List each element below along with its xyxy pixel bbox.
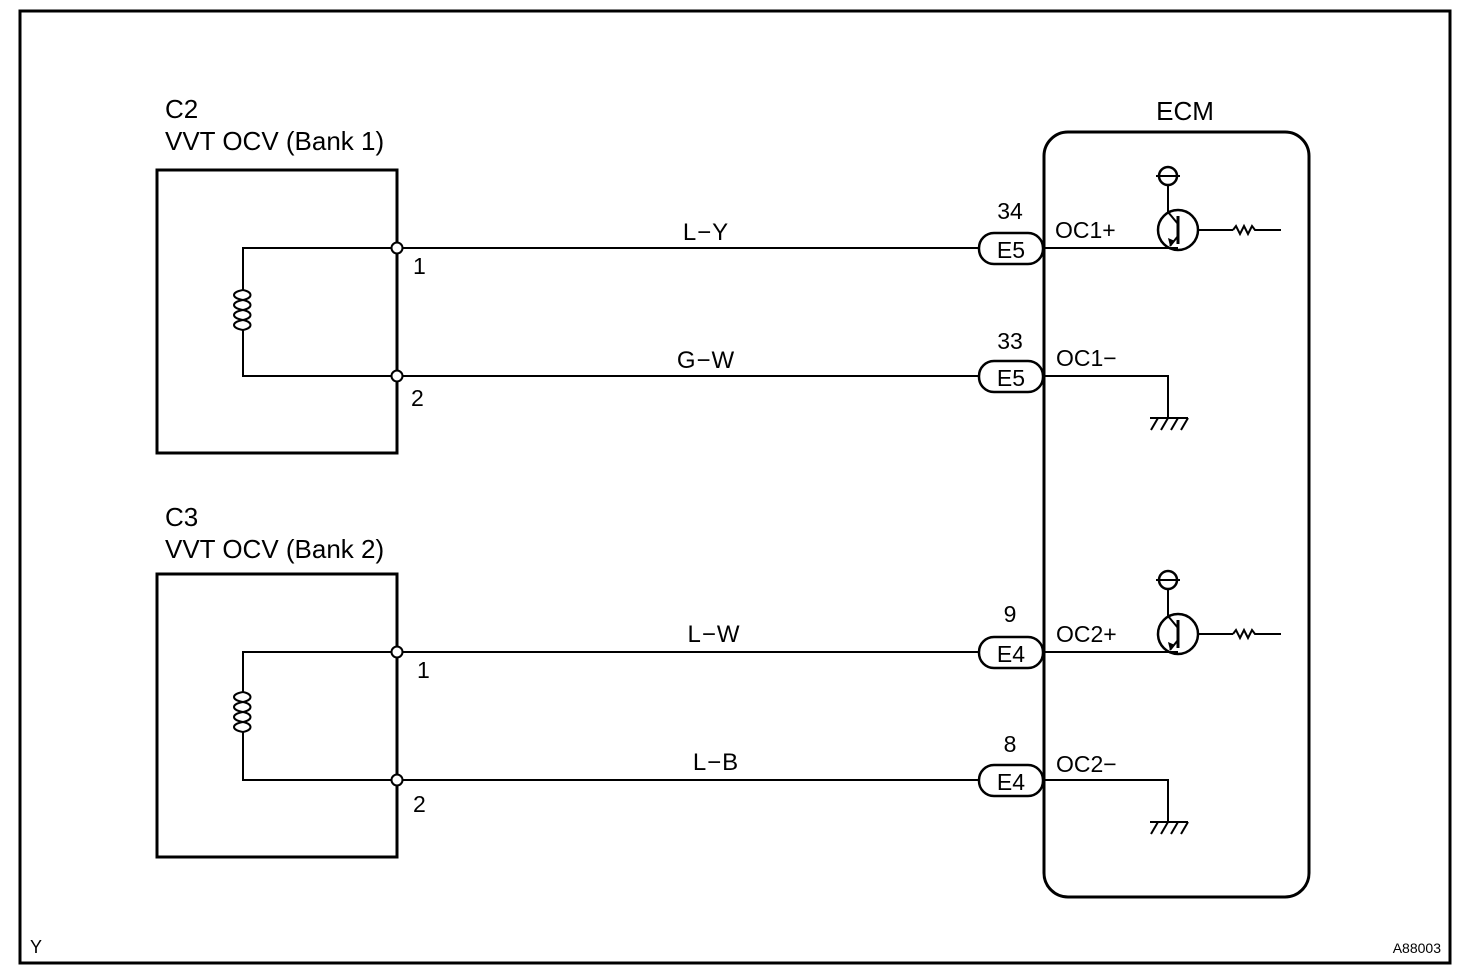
pin-terminal xyxy=(390,645,404,659)
component-c2: C2 VVT OCV (Bank 1) 1 2 xyxy=(155,94,426,455)
connector-code: E4 xyxy=(997,769,1025,795)
terminal-name: OC2+ xyxy=(1056,621,1117,647)
wire-color-label: L−Y xyxy=(683,219,729,246)
wire-l-y: L−Y xyxy=(403,219,980,249)
corner-label-left: Y xyxy=(30,937,42,957)
connector-tag xyxy=(977,635,1045,670)
connector-code: E5 xyxy=(997,237,1025,263)
terminal-name: OC2− xyxy=(1056,751,1117,777)
wire-color-label: L−W xyxy=(687,621,740,648)
pin-terminal xyxy=(390,369,404,383)
coil-lead xyxy=(242,651,397,781)
connector-code: E5 xyxy=(997,365,1025,391)
ecm-pin-number: 33 xyxy=(997,328,1023,354)
coil-icon xyxy=(233,289,252,331)
wire-color-label: G−W xyxy=(677,347,735,374)
ground-icon xyxy=(1150,417,1189,431)
power-supply-icon xyxy=(1156,165,1180,212)
ecm-title: ECM xyxy=(1156,96,1214,126)
ecm-pin-oc1-minus: 33 E5 OC1− xyxy=(977,328,1169,418)
pin-terminal xyxy=(390,241,404,255)
resistor-icon xyxy=(1232,223,1281,237)
connector-tag xyxy=(977,763,1045,798)
component-box xyxy=(155,168,399,455)
component-name: VVT OCV (Bank 1) xyxy=(165,126,384,156)
coil-icon xyxy=(233,691,252,733)
component-name: VVT OCV (Bank 2) xyxy=(165,534,384,564)
diagram-frame xyxy=(18,9,1452,965)
pin-label: 2 xyxy=(411,385,424,411)
component-box xyxy=(155,572,399,859)
connector-code: E4 xyxy=(997,641,1025,667)
coil-lead xyxy=(242,247,397,377)
corner-label-right: A88003 xyxy=(1393,940,1441,956)
ecm-pin-number: 8 xyxy=(1004,731,1017,757)
component-c3: C3 VVT OCV (Bank 2) 1 2 xyxy=(155,502,430,859)
ecm-unit: ECM xyxy=(1042,96,1311,899)
pin-terminal xyxy=(390,773,404,787)
ecm-pin-oc2-minus: 8 E4 OC2− xyxy=(977,731,1169,822)
ecm-pin-number: 34 xyxy=(997,198,1023,224)
ecm-pin-oc2-plus: 9 E4 OC2+ xyxy=(977,601,1178,670)
terminal-name: OC1− xyxy=(1056,345,1117,371)
transistor-icon xyxy=(1156,165,1281,252)
wire-l-w: L−W xyxy=(403,621,980,653)
connector-tag xyxy=(977,359,1045,394)
ecm-pin-oc1-plus: 34 E5 OC1+ xyxy=(977,198,1178,266)
pin-label: 2 xyxy=(413,791,426,817)
terminal-name: OC1+ xyxy=(1055,217,1116,243)
transistor-icon xyxy=(1156,569,1281,656)
pin-label: 1 xyxy=(413,253,426,279)
pin-label: 1 xyxy=(417,657,430,683)
ecm-box xyxy=(1042,130,1311,899)
connector-tag xyxy=(977,231,1045,266)
wire-l-b: L−B xyxy=(403,749,980,781)
resistor-icon xyxy=(1232,627,1281,641)
ground-icon xyxy=(1150,821,1189,835)
component-code: C2 xyxy=(165,94,198,124)
wire-color-label: L−B xyxy=(693,749,739,776)
wire-g-w: G−W xyxy=(403,347,980,377)
component-code: C3 xyxy=(165,502,198,532)
power-supply-icon xyxy=(1156,569,1180,616)
ecm-pin-number: 9 xyxy=(1004,601,1017,627)
